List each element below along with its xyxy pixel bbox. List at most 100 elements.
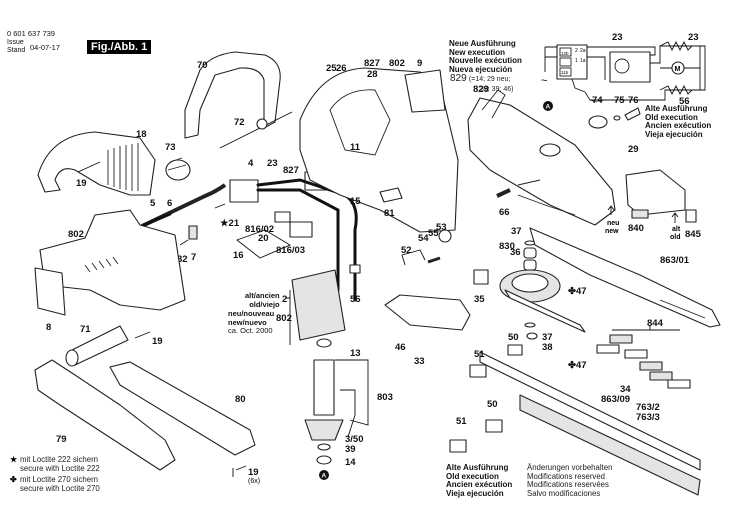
old-execution-note-top: Alte Ausführung Old execution Ancien exé… <box>645 104 711 139</box>
plate-9 <box>404 69 446 113</box>
label-plate-8 <box>34 267 66 316</box>
issue-label: Issue Stand <box>7 39 25 54</box>
callout-39: 39 <box>345 444 356 455</box>
clip-51-old <box>449 439 467 453</box>
old-execution-de: Alte Ausführung <box>645 104 708 113</box>
clip-50 <box>507 344 523 356</box>
callout-802-stator: 802 <box>276 313 292 324</box>
callout-829: 829 <box>473 84 489 95</box>
brush-holder-816-03 <box>289 221 313 238</box>
callout-46: 46 <box>395 342 406 353</box>
callout-71: 71 <box>80 324 91 335</box>
brush-holder-816-02 <box>274 211 291 223</box>
callout-4: 4 <box>248 158 254 169</box>
callout-81: 81 <box>384 208 395 219</box>
callout-33: 33 <box>414 356 425 367</box>
new-new-note: neu/nouveau new/nuevo ca. Oct. 2000 <box>228 309 274 336</box>
clip-51 <box>469 364 487 378</box>
callout-844: 844 <box>647 318 664 329</box>
callout-863-01: 863/01 <box>660 255 690 266</box>
new-execution-en: New execution <box>449 47 506 57</box>
knob-74 <box>588 115 608 129</box>
reference-a-top <box>543 101 553 111</box>
washer-75 <box>613 115 621 121</box>
reference-a-label: A <box>322 473 327 480</box>
part-845 <box>685 209 697 223</box>
bearing-36-upper <box>523 247 537 259</box>
legend-line-1: mit Loctite 222 sichern <box>20 455 99 464</box>
new-execution-es: Nueva ejecución <box>449 64 513 74</box>
callout-19-base: 19 <box>248 467 259 478</box>
callout-54: 54 <box>418 233 429 244</box>
spring-54 <box>427 256 441 264</box>
terminal-2: 2 <box>575 48 578 54</box>
reference-a-top-label: A <box>546 104 551 111</box>
new-execution-de: Neue Ausführung <box>449 39 516 48</box>
legend-item-loctite-222: ★mit Loctite 222 sichern secure with Loc… <box>10 455 100 473</box>
callout-18: 18 <box>136 129 147 140</box>
new-829-note: 829 (=14; 29 neu; 33; 39; 46) <box>450 73 514 94</box>
callout-19-tube: 19 <box>152 336 163 347</box>
callout-830: 830 <box>499 241 515 252</box>
callout-15: 15 <box>350 196 361 207</box>
callout-11: 11 <box>350 142 361 153</box>
callout-35: 35 <box>474 294 485 305</box>
alt-old-line-1: alt/ancien <box>245 291 280 300</box>
issue-label-1: Issue <box>7 39 24 46</box>
callout-76: 76 <box>628 95 639 106</box>
callout-20: 20 <box>258 233 269 244</box>
resistor-bottom <box>659 84 693 96</box>
part-53 <box>438 229 452 243</box>
modifications-de: Änderungen vorbehalten <box>527 463 613 472</box>
part-number: 0 601 637 739 <box>7 29 55 38</box>
part-76 <box>624 107 641 121</box>
callout-21: ★21 <box>220 218 240 229</box>
gear-housing-829 <box>467 97 616 226</box>
new-new-line-2: new/nuevo <box>228 317 267 327</box>
new-829-detail-2: 33; 39; 46) <box>480 85 514 93</box>
callout-75: 75 <box>614 95 625 106</box>
callout-73: 73 <box>165 142 176 153</box>
part-38 <box>526 332 538 340</box>
figure-label: Fig./Abb. 1 <box>87 40 152 54</box>
callout-2: 2 <box>282 294 287 305</box>
callout-47-upper: ✤47 <box>568 286 587 297</box>
ac-symbol: ~ <box>541 75 547 87</box>
callout-26: 26 <box>336 63 347 74</box>
callout-9: 9 <box>417 58 422 69</box>
motor-label: M <box>675 66 681 73</box>
new-execution-fr: Nouvelle exécution <box>449 56 522 66</box>
callout-827-top: 827 <box>364 58 380 69</box>
callout-14: 14 <box>345 457 356 468</box>
old-gear-housing-29 <box>625 169 686 216</box>
rod-72 <box>219 111 293 149</box>
label-81 <box>379 187 403 203</box>
new-new-line-3: ca. Oct. 2000 <box>228 326 273 336</box>
saw-chain-863-09 <box>479 351 701 471</box>
saw-bar-763 <box>519 394 701 496</box>
cross-flower-icon: ✤ <box>568 360 577 371</box>
terminal-2a: 2a <box>580 48 586 54</box>
terminal-11b: 11b <box>561 70 569 75</box>
callout-19-hood: 19 <box>76 178 87 189</box>
callout-13: 13 <box>350 348 361 359</box>
part-35 <box>473 269 489 285</box>
callout-23-wiring-right: 23 <box>688 32 699 43</box>
new-label: new <box>605 228 619 235</box>
callout-70: 70 <box>197 60 208 71</box>
old-execution-bottom-es: Vieja ejecución <box>446 488 504 498</box>
switch-block <box>556 44 588 80</box>
clip-50-old <box>485 419 503 433</box>
electronics-module <box>609 51 651 83</box>
callout-827-left: 827 <box>283 165 299 176</box>
callout-52: 52 <box>401 245 412 256</box>
blade-guide-863-01 <box>529 227 721 328</box>
reference-a-bottom <box>319 470 329 480</box>
callout-28: 28 <box>367 69 378 80</box>
fan-3-50 <box>304 419 344 441</box>
callout-25: 25 <box>326 63 337 74</box>
modifications-note: Änderungen vorbehalten Modifications res… <box>527 463 613 498</box>
new-829-number: 829 <box>450 73 467 84</box>
count-6x: (6x) <box>248 478 260 485</box>
legend-line-2: secure with Loctite 270 <box>20 483 100 493</box>
